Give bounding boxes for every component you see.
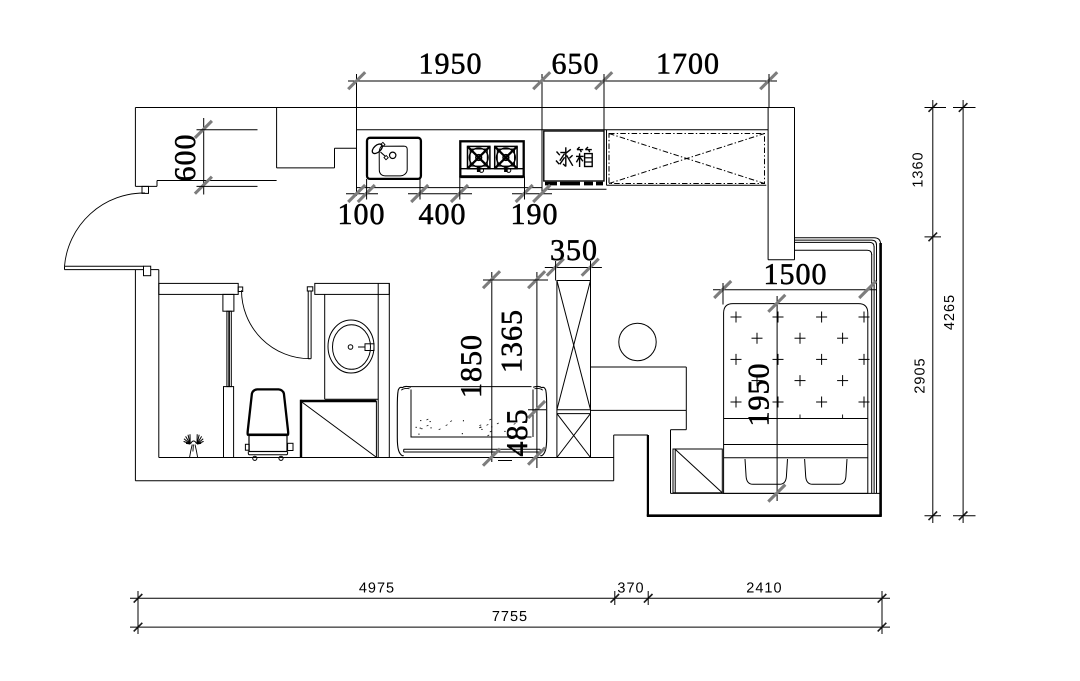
svg-text:600: 600 — [169, 134, 202, 182]
svg-text:485: 485 — [501, 409, 534, 457]
svg-text:350: 350 — [550, 234, 598, 267]
svg-text:4265: 4265 — [942, 294, 958, 330]
svg-text:2410: 2410 — [746, 581, 782, 597]
svg-text:1500: 1500 — [764, 258, 828, 291]
svg-text:400: 400 — [419, 198, 467, 231]
svg-text:1360: 1360 — [911, 151, 927, 187]
svg-text:7755: 7755 — [492, 609, 528, 625]
svg-text:190: 190 — [511, 198, 559, 231]
svg-text:1850: 1850 — [455, 334, 488, 398]
svg-text:100: 100 — [338, 198, 386, 231]
svg-text:4975: 4975 — [359, 581, 395, 597]
svg-text:370: 370 — [617, 581, 644, 597]
svg-text:650: 650 — [552, 48, 600, 81]
svg-text:1950: 1950 — [419, 48, 483, 81]
svg-text:2905: 2905 — [913, 357, 929, 393]
svg-text:1700: 1700 — [656, 48, 720, 81]
svg-text:1365: 1365 — [496, 309, 529, 373]
svg-text:1950: 1950 — [743, 363, 776, 427]
